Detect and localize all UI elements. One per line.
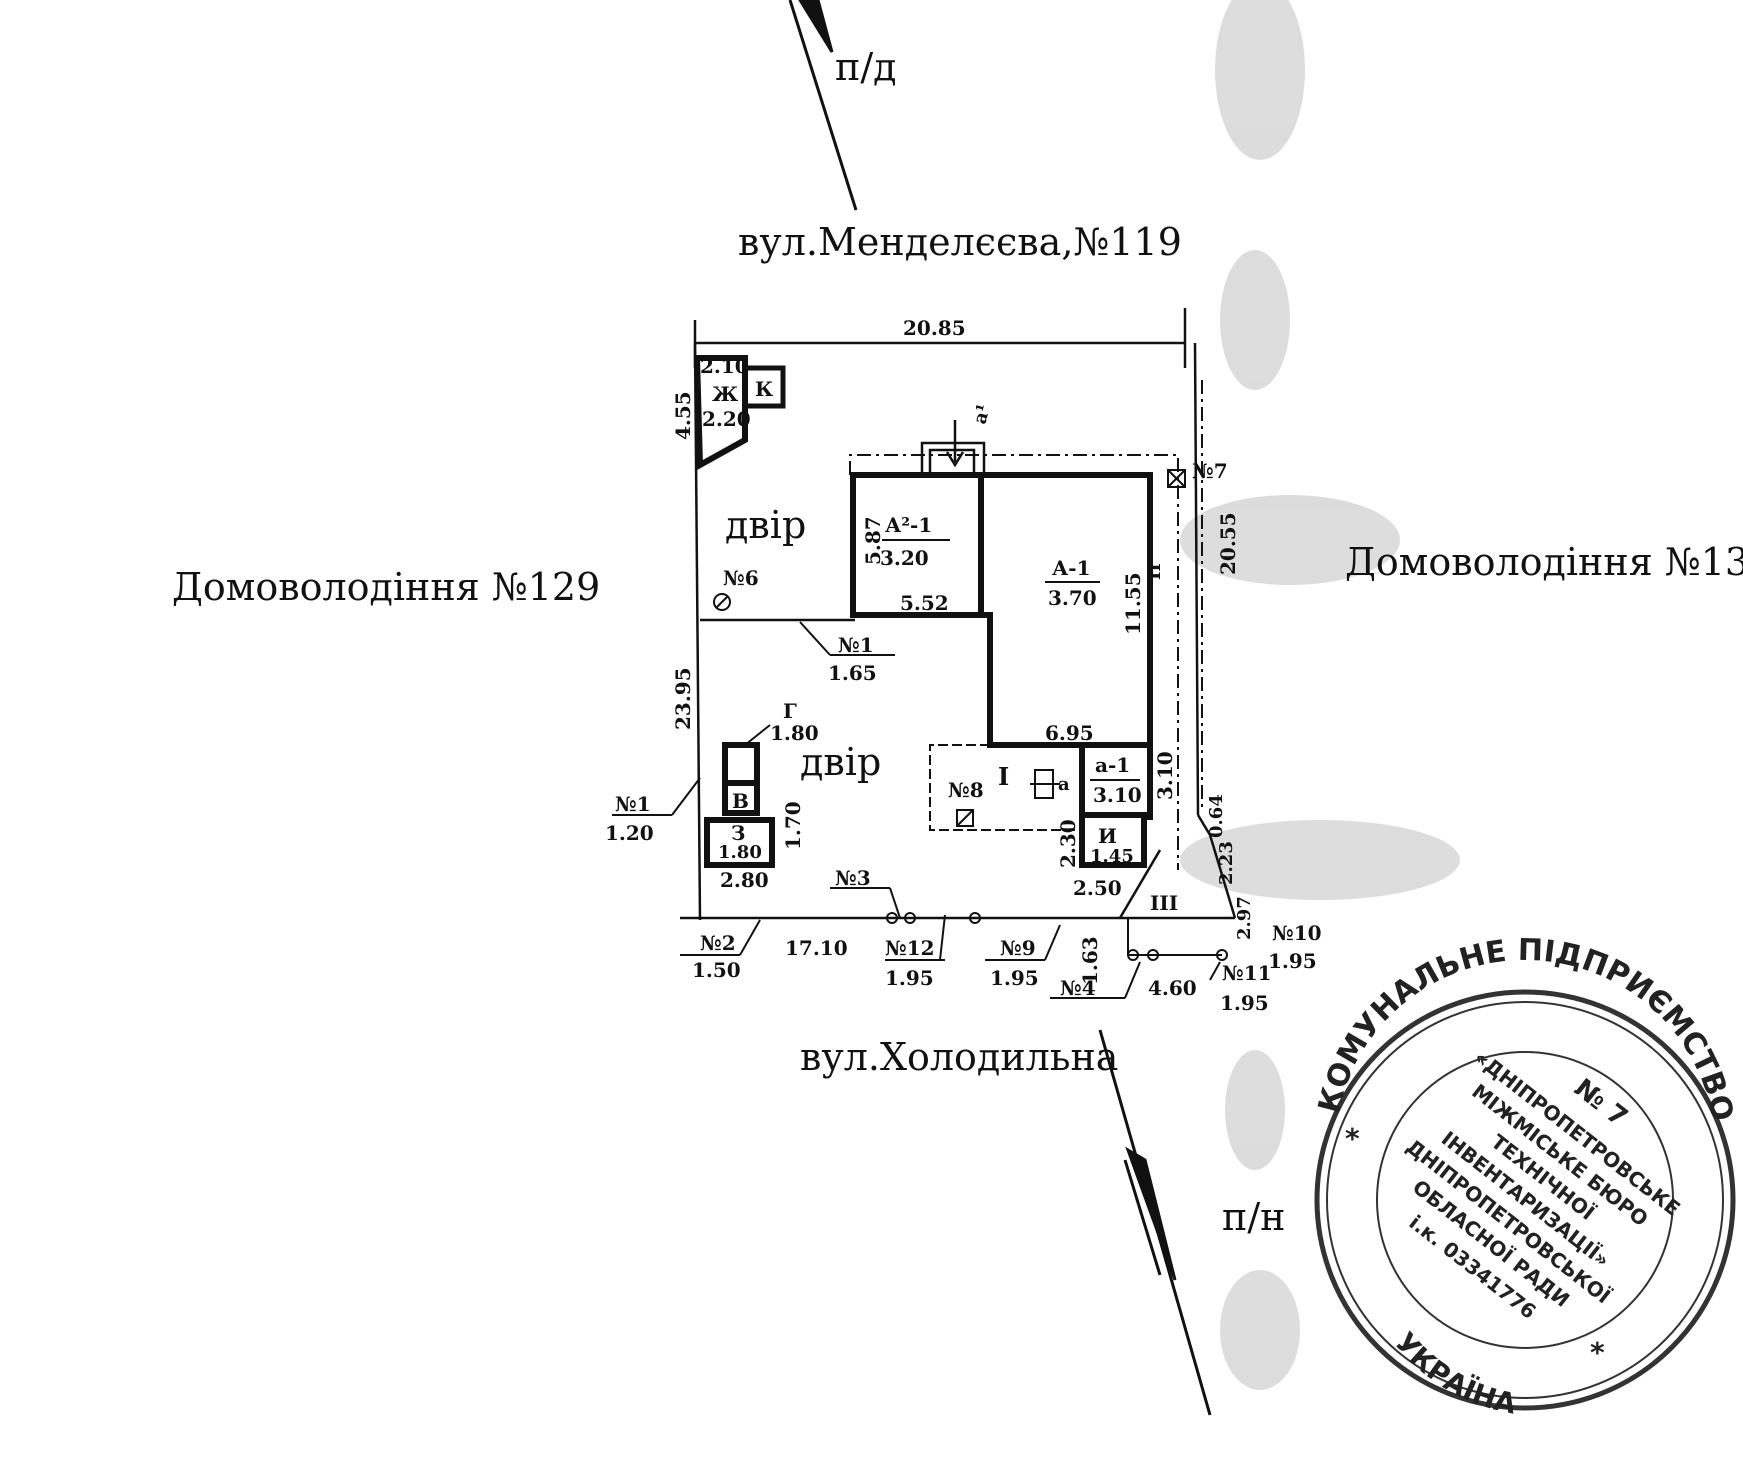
dim-diag-3: 2.97: [1234, 896, 1255, 940]
fence-6-label: №6: [723, 566, 759, 590]
a1-small-label: а-1: [1095, 753, 1130, 777]
neighbor-right: Домоволодіння №133: [1345, 540, 1743, 584]
gate-4-11: [1050, 918, 1228, 999]
dim-gap: 1.63: [1078, 936, 1102, 985]
a1-value: 3.70: [1048, 586, 1097, 610]
south-arrow: [1098, 1029, 1212, 1416]
g-leader: [744, 724, 771, 746]
fence-8-marker: [956, 809, 974, 827]
fence-1b-label: №1: [615, 792, 651, 816]
fence-9-label: №9: [1000, 936, 1036, 960]
fence-1a-leader: [799, 621, 831, 656]
dim-diag-1: 0.64: [1206, 794, 1227, 838]
yard-label-1: двір: [725, 503, 806, 547]
fence-2-label: №2: [700, 931, 736, 955]
scan-noise: [1180, 0, 1460, 1390]
zh-value-1: 2.10: [700, 354, 749, 378]
z-label: З: [731, 821, 745, 845]
fence-10-value: 1.95: [1268, 949, 1317, 973]
official-stamp: КОМУНАЛЬНЕ ПІДПРИЄМСТВО УКРАЇНА * * № 7 …: [1312, 933, 1740, 1421]
street-bottom: вул.Холодильна: [800, 1035, 1118, 1079]
zh-label: Ж: [712, 382, 739, 406]
dim-front-left: 17.10: [785, 936, 848, 960]
fence-9-value: 1.95: [990, 966, 1039, 990]
dim-i-height: 2.30: [1056, 819, 1080, 868]
g-label: Г: [783, 699, 797, 723]
fence-7-label: №7: [1192, 459, 1228, 483]
roman-2: ІІ: [1144, 563, 1165, 580]
a2-value: 3.20: [880, 546, 929, 570]
dim-z-height: 1.70: [781, 801, 805, 850]
building-g-v-z: [704, 742, 775, 868]
fence-7-marker: [1167, 469, 1186, 488]
fence-11-value: 1.95: [1220, 991, 1269, 1015]
gate-3: [830, 887, 981, 924]
dim-front-right: 4.60: [1148, 976, 1197, 1000]
fence-4-label: №4: [1060, 976, 1096, 1000]
dim-a1-small-height: 3.10: [1153, 751, 1177, 800]
fence-12-leader: [939, 914, 946, 961]
g-value: 1.80: [770, 721, 819, 745]
street-top: вул.Менделєєва,№119: [738, 220, 1182, 264]
dim-right: 20.55: [1216, 512, 1240, 575]
dim-a2-width: 5.52: [900, 591, 949, 615]
south-marker: п/н: [1222, 1195, 1285, 1239]
dim-left-upper: 4.55: [671, 391, 695, 440]
porch-a-upper: [920, 420, 986, 477]
dim-top: 20.85: [903, 316, 966, 340]
dim-a2-height: 5.87: [861, 516, 885, 565]
roman-1: І: [998, 762, 1009, 791]
z-value: 1.80: [718, 842, 762, 863]
building-zh: [693, 355, 786, 471]
fence-9-leader: [1044, 924, 1061, 961]
a1-small-value: 3.10: [1093, 783, 1142, 807]
stamp-star-bottom: *: [1590, 1336, 1605, 1369]
dim-z-width: 2.80: [720, 868, 769, 892]
a-small-label: а: [1058, 774, 1070, 795]
dim-a1-width: 6.95: [1045, 721, 1094, 745]
fence-2-value: 1.50: [692, 958, 741, 982]
a2-label: А²-1: [885, 513, 932, 537]
a-upper-label: а¹: [970, 402, 995, 426]
v-label: В: [732, 789, 749, 813]
roman-3: ІІІ: [1150, 891, 1178, 915]
fence-10-label: №10: [1272, 921, 1322, 945]
fence-12-value: 1.95: [885, 966, 934, 990]
dim-diag-2: 2.23: [1216, 841, 1237, 885]
zh-value-2: 2.20: [702, 407, 751, 431]
fence-6-marker: [713, 593, 731, 611]
neighbor-left: Домоволодіння №129: [172, 565, 600, 609]
fence-1a-value: 1.65: [828, 661, 877, 685]
k-label: К: [755, 377, 773, 401]
fence-11-label: №11: [1222, 961, 1272, 985]
fence-1a-label: №1: [838, 633, 874, 657]
a1-label: А-1: [1052, 556, 1091, 580]
fence-2-leader: [739, 919, 761, 956]
utility-line: [849, 380, 1203, 870]
fence-12-label: №12: [885, 936, 935, 960]
north-marker: п/д: [835, 45, 897, 89]
dim-i-width: 2.50: [1073, 876, 1122, 900]
fence-3-label: №3: [835, 866, 871, 890]
north-arrow: [788, 0, 858, 211]
yard-label-2: двір: [800, 740, 881, 784]
fence-1b-leader: [671, 777, 701, 816]
i-label: И: [1098, 824, 1117, 848]
i-value: 1.45: [1090, 846, 1134, 867]
fence-8-label: №8: [948, 778, 984, 802]
entry-arrow: [1030, 769, 1060, 799]
dim-a1-height: 11.55: [1121, 572, 1145, 635]
building-a-small: [1079, 742, 1153, 868]
fence-1b-value: 1.20: [605, 821, 654, 845]
dim-left-lower: 23.95: [671, 667, 695, 730]
plot-boundary: [680, 308, 1237, 921]
stamp-star-left: *: [1345, 1122, 1360, 1155]
shed-1: [929, 744, 1082, 831]
